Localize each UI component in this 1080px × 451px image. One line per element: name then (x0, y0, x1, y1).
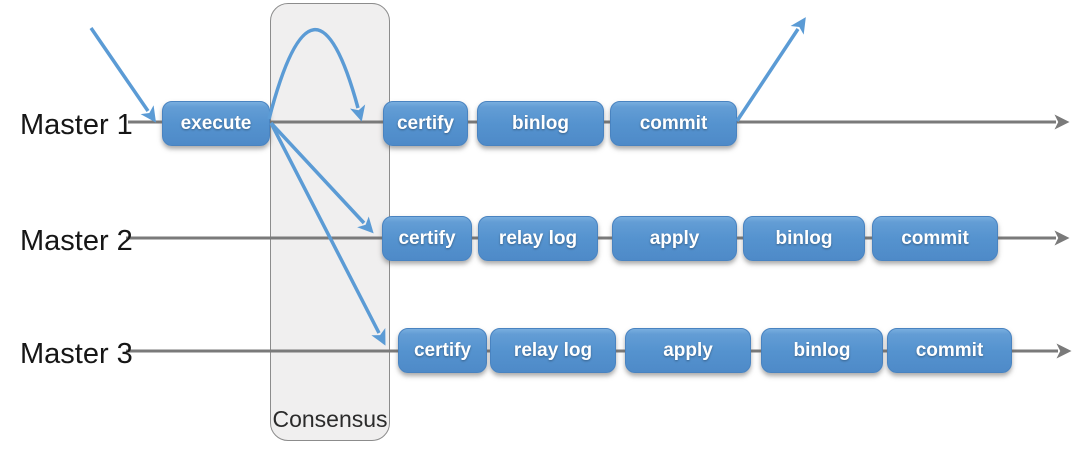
step-master2-binlog: binlog (743, 216, 865, 261)
step-master3-commit: commit (887, 328, 1012, 373)
consensus-label: Consensus (272, 406, 388, 432)
step-master2-commit: commit (872, 216, 998, 261)
step-master1-certify: certify (383, 101, 468, 146)
step-master2-certify: certify (382, 216, 472, 261)
step-master2-apply: apply (612, 216, 737, 261)
step-master3-apply: apply (625, 328, 751, 373)
outgoing-response-arrow (735, 17, 806, 122)
step-master3-relay-log: relay log (490, 328, 616, 373)
consensus-region: Consensus (270, 3, 390, 441)
step-master1-commit: commit (610, 101, 737, 146)
label-master-2: Master 2 (20, 224, 133, 257)
step-master3-binlog: binlog (761, 328, 883, 373)
step-master2-relay-log: relay log (478, 216, 598, 261)
step-master3-certify: certify (398, 328, 487, 373)
label-master-3: Master 3 (20, 337, 133, 370)
step-master1-execute: execute (162, 101, 270, 146)
label-master-1: Master 1 (20, 108, 133, 141)
step-master1-binlog: binlog (477, 101, 604, 146)
incoming-transaction-arrow (89, 27, 157, 123)
